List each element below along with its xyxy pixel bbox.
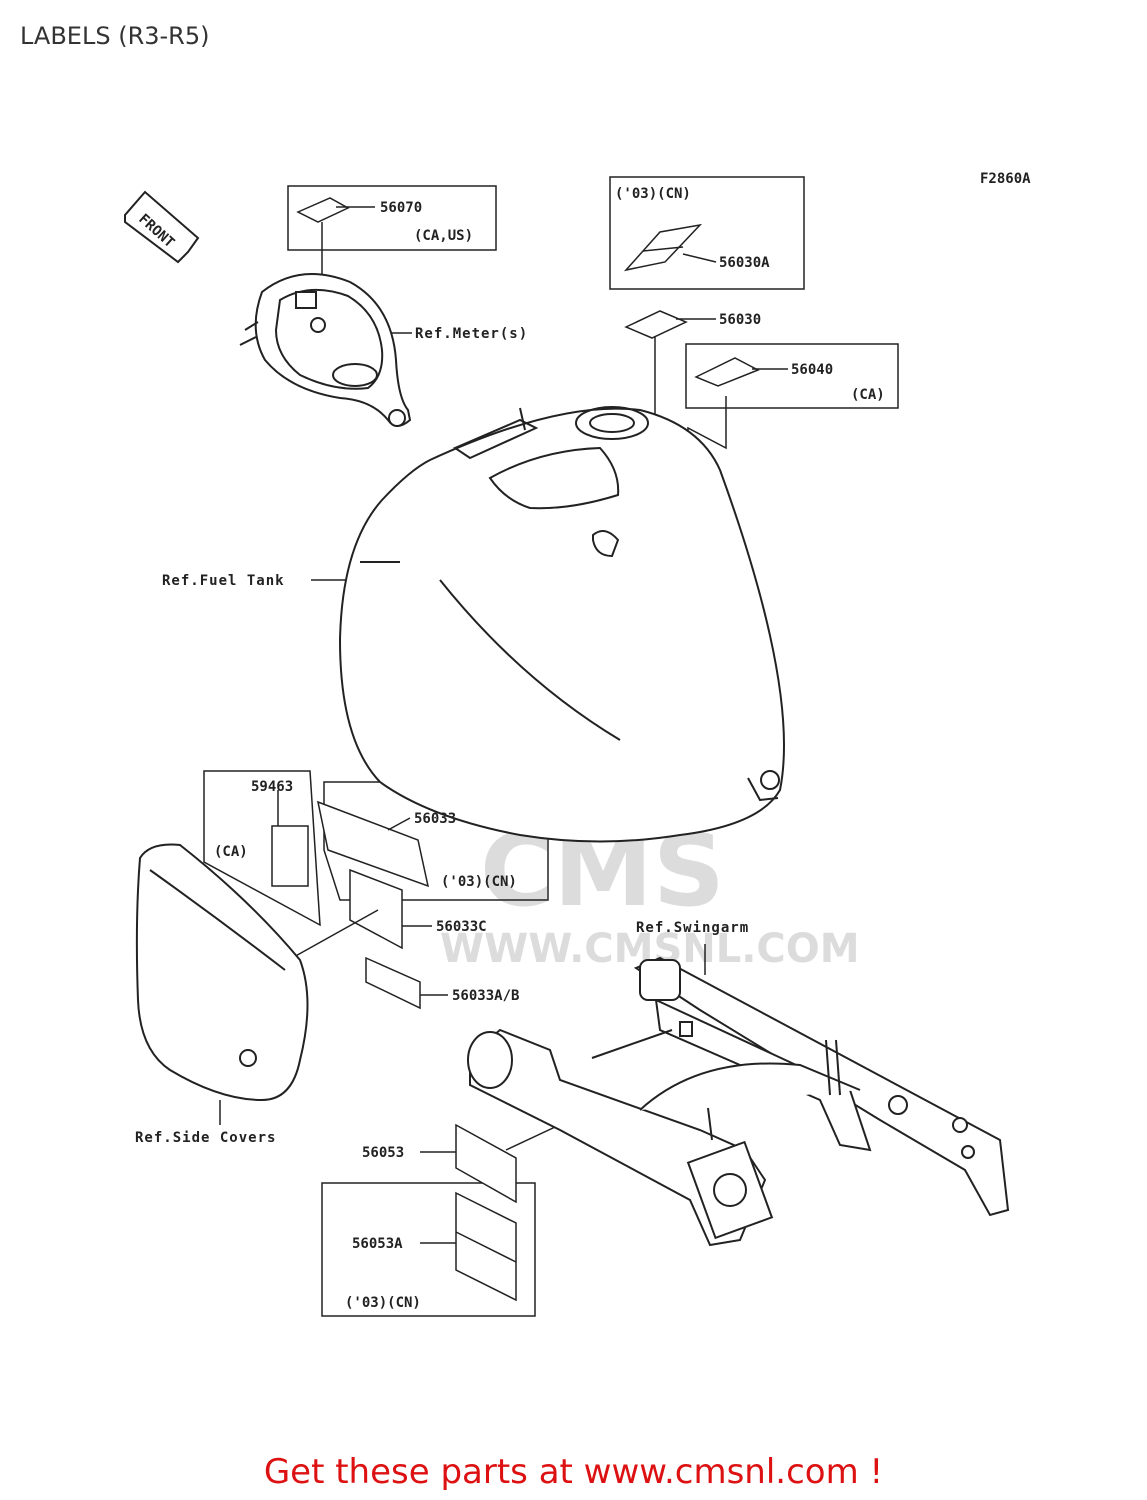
page-title: LABELS (R3-R5) xyxy=(20,22,210,50)
box-56070 xyxy=(287,185,497,251)
part-number-56033: 56033 xyxy=(414,811,456,827)
decal-56030a xyxy=(623,223,703,272)
part-note-56070: (CA,US) xyxy=(414,228,473,244)
part-note-56040: (CA) xyxy=(851,387,885,403)
part-number-56030a: 56030A xyxy=(719,255,770,271)
part-number-56053a: 56053A xyxy=(352,1236,403,1252)
decal-59463 xyxy=(271,825,309,887)
part-note-59463: (CA) xyxy=(214,844,248,860)
part-number-59463: 59463 xyxy=(251,779,293,795)
ref-fuel-tank-label: Ref.Fuel Tank xyxy=(162,573,285,589)
part-number-56040: 56040 xyxy=(791,362,833,378)
swingarm xyxy=(467,956,1010,1247)
ref-swingarm-label: Ref.Swingarm xyxy=(636,920,749,936)
part-note-56030a: ('03)(CN) xyxy=(615,186,691,202)
decal-shapes xyxy=(271,197,760,1302)
part-number-56033c: 56033C xyxy=(436,919,487,935)
ref-side-covers-label: Ref.Side Covers xyxy=(135,1130,276,1146)
part-number-56053: 56053 xyxy=(362,1145,404,1161)
decal-56033c xyxy=(349,868,403,950)
decal-56040 xyxy=(694,357,760,387)
part-number-56033ab: 56033A/B xyxy=(452,988,519,1004)
box-56053a xyxy=(321,1182,536,1317)
part-note-56053a: ('03)(CN) xyxy=(345,1295,421,1311)
decal-56033 xyxy=(316,800,430,888)
box-59463 xyxy=(203,770,321,927)
decal-56033ab xyxy=(365,956,421,1010)
part-number-56030: 56030 xyxy=(719,312,761,328)
side-cover xyxy=(135,843,309,1102)
box-56040 xyxy=(685,343,899,409)
decal-56070 xyxy=(296,197,350,223)
box-56030a xyxy=(609,176,805,290)
part-number-56070: 56070 xyxy=(380,200,422,216)
decal-56053 xyxy=(455,1123,517,1204)
part-note-56033: ('03)(CN) xyxy=(441,874,517,890)
footer-link[interactable]: Get these parts at www.cmsnl.com ! xyxy=(263,1452,884,1492)
meter-assembly xyxy=(239,273,412,427)
front-arrow-icon: FRONT xyxy=(124,190,200,264)
fuel-tank xyxy=(338,406,785,843)
figure-code: F2860A xyxy=(980,171,1031,187)
decal-56030 xyxy=(624,310,688,339)
ref-meter-label: Ref.Meter(s) xyxy=(415,326,528,342)
